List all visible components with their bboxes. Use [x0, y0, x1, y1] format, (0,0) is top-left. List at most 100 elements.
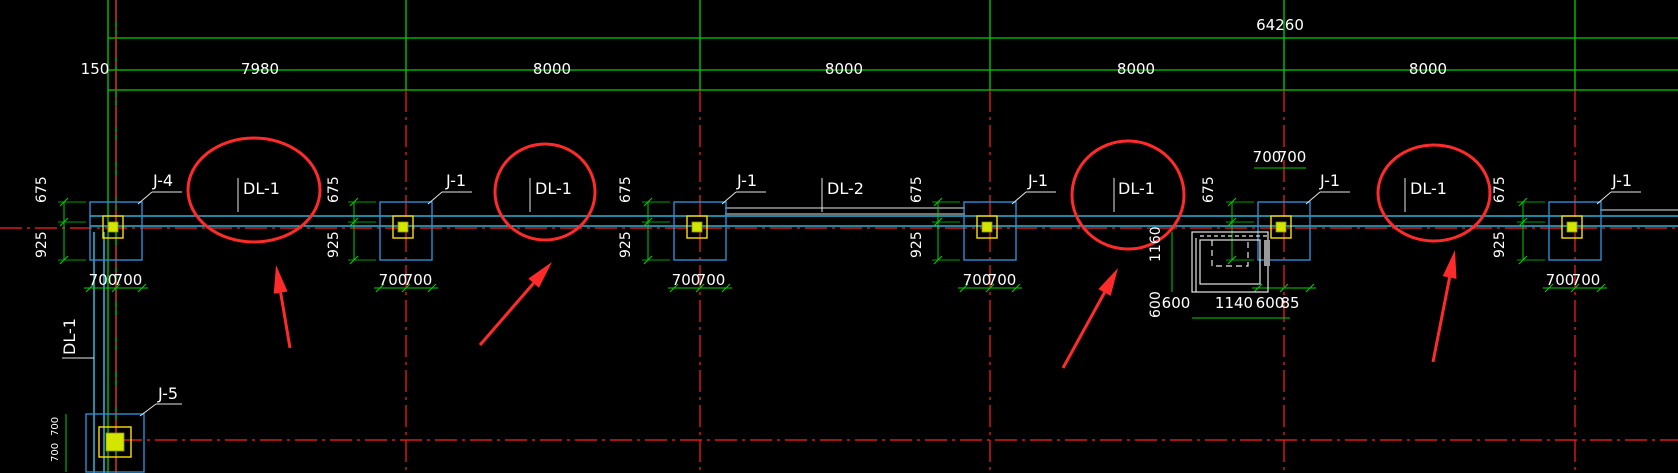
footing-label-j1: J-1	[1611, 171, 1632, 190]
bay-dimension-5: 8000	[1409, 60, 1447, 78]
j5-dim: 700	[50, 443, 61, 462]
footing-label-j1: J-1	[736, 171, 757, 190]
cyan-beam-lines	[90, 215, 1678, 473]
dimension-tick	[1305, 283, 1315, 293]
footing-outline	[89, 201, 143, 261]
footing-label-j4: J-4	[152, 171, 173, 190]
dim-700: 700	[963, 271, 992, 289]
red-annotation-layer	[186, 136, 1492, 369]
dim-700: 700	[988, 271, 1017, 289]
dim-700: 700	[379, 271, 408, 289]
dimension-tick	[985, 283, 995, 293]
pit-detail	[1191, 231, 1270, 293]
dim-700: 700	[1572, 271, 1601, 289]
column-core	[397, 221, 409, 233]
footing-outline	[673, 201, 727, 261]
beam-label-dl1: DL-1	[535, 179, 572, 198]
footing-leader	[1305, 191, 1321, 205]
footing-leader	[427, 191, 443, 205]
footing-outline	[85, 413, 145, 473]
pit-dim-600: 600	[1162, 294, 1191, 312]
pit-dim-1160: 1160	[1148, 226, 1164, 262]
red-arrow-head	[1442, 250, 1457, 279]
pit-top-dim: 700	[1278, 148, 1307, 166]
dim-675: 675	[1492, 176, 1508, 203]
column-outline	[686, 215, 708, 239]
bay-dimension-4: 8000	[1117, 60, 1155, 78]
dimension-tick	[111, 283, 121, 293]
dim-700: 700	[672, 271, 701, 289]
column-core	[107, 221, 119, 233]
dimension-tick	[1544, 283, 1554, 293]
pit-dim-85: 85	[1280, 294, 1299, 312]
dimension-tick	[137, 283, 147, 293]
red-arrow-annotation	[279, 292, 292, 349]
bay-dimension-1: 7980	[241, 60, 279, 78]
dimension-tick	[1570, 283, 1580, 293]
red-arrow-head	[528, 262, 552, 288]
red-arrow-annotation	[478, 282, 535, 346]
footing-leader	[1596, 191, 1612, 205]
dim-925: 925	[1492, 231, 1508, 258]
dimension-tick	[85, 283, 95, 293]
dim-700: 700	[697, 271, 726, 289]
footing-label-j5: J-5	[157, 384, 178, 403]
footing-leader	[139, 403, 157, 417]
total-dimension: 64260	[1256, 16, 1304, 34]
red-circle-annotation	[186, 136, 322, 244]
dimension-tick	[959, 283, 969, 293]
dim-925: 925	[909, 231, 925, 258]
green-grid-lines	[107, 0, 1678, 473]
beam-label-dl1: DL-1	[1410, 179, 1447, 198]
dim-925: 925	[34, 231, 50, 258]
dim-675: 675	[909, 176, 925, 203]
beam-label-dl1-vertical: DL-1	[60, 318, 79, 355]
red-circle-annotation	[1376, 143, 1492, 243]
column-core	[691, 221, 703, 233]
footing-outline	[1257, 201, 1311, 261]
dim-675: 675	[1201, 176, 1217, 203]
edge-offset-dimension: 150	[81, 60, 110, 78]
dimension-tick	[1253, 283, 1263, 293]
dim-675: 675	[34, 176, 50, 203]
dimension-tick	[1279, 283, 1289, 293]
red-circle-annotation	[1070, 139, 1186, 251]
red-arrow-head	[1098, 268, 1118, 296]
dimension-tick	[721, 283, 731, 293]
footing-outline	[963, 201, 1017, 261]
pit-top-dim: 700	[1253, 148, 1282, 166]
pit-dim-600: 600	[1148, 291, 1164, 318]
dim-700: 700	[89, 271, 118, 289]
column-core	[1566, 221, 1578, 233]
red-arrow-head	[273, 265, 288, 294]
footing-outline	[1548, 201, 1602, 261]
dimension-tick	[1596, 283, 1606, 293]
beam-label-dl2: DL-2	[827, 179, 864, 198]
beam-label-dl1: DL-1	[1118, 179, 1155, 198]
white-beam-lines	[725, 207, 1678, 215]
footing-leader	[721, 191, 737, 205]
red-arrow-annotation	[1061, 291, 1106, 369]
footing-label-j1: J-1	[445, 171, 466, 190]
dimension-tick	[401, 283, 411, 293]
labels-layer: 64260 150 7980 8000 8000 8000 8000 J-4 J…	[34, 16, 1632, 462]
dimension-tick	[1011, 283, 1021, 293]
column-outline	[1561, 215, 1583, 239]
footings-layer	[58, 167, 1641, 473]
column-outline	[98, 426, 132, 458]
dimension-tick	[669, 283, 679, 293]
dim-675: 675	[618, 176, 634, 203]
footing-leader	[1011, 191, 1027, 205]
dim-925: 925	[326, 231, 342, 258]
column-core	[1275, 221, 1287, 233]
footing-label-j1: J-1	[1319, 171, 1340, 190]
bay-dimension-2: 8000	[533, 60, 571, 78]
red-circle-annotation	[493, 142, 597, 242]
column-core	[105, 432, 125, 452]
column-outline	[392, 215, 414, 239]
footing-leader	[137, 191, 153, 205]
column-outline	[976, 215, 998, 239]
dim-700: 700	[1546, 271, 1575, 289]
